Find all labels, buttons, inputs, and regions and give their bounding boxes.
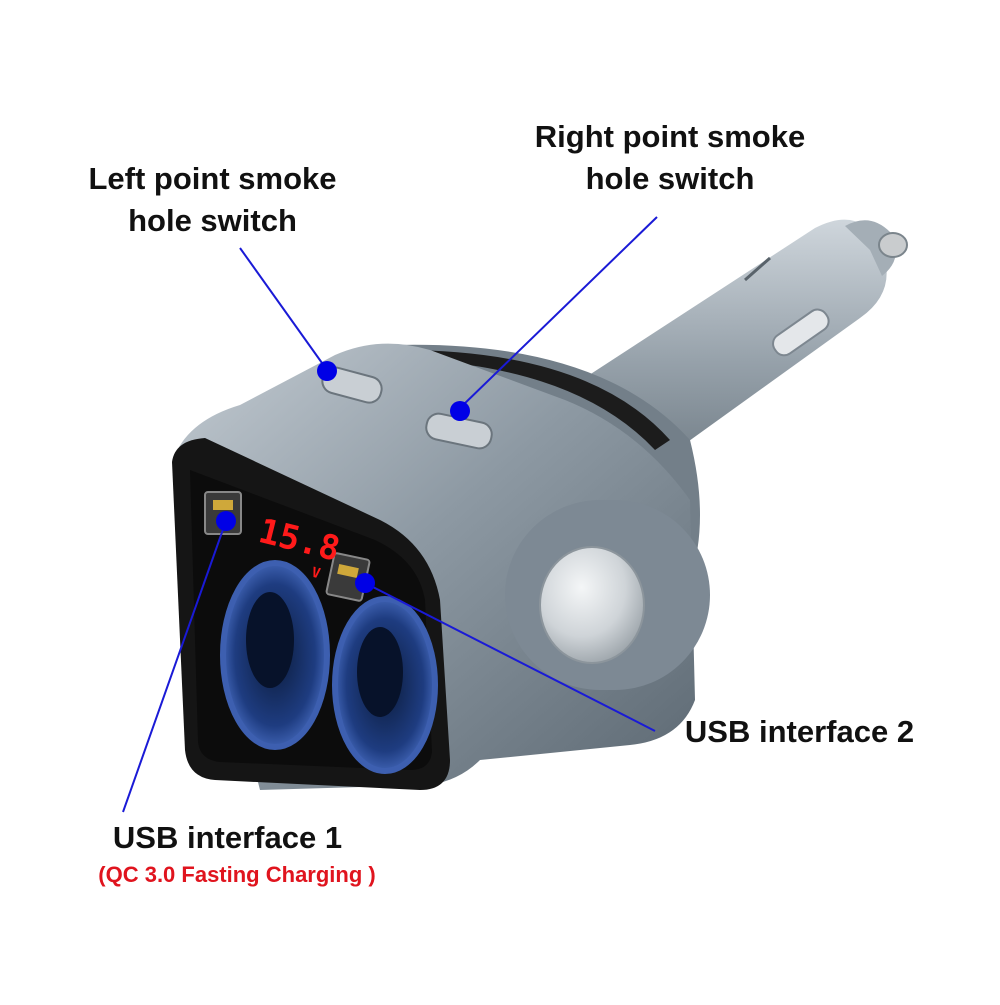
hinge-cap (539, 546, 645, 664)
socket-right[interactable] (332, 596, 438, 774)
callout-dot (317, 361, 337, 381)
label-right-switch-line1: Right point smoke (534, 119, 806, 154)
callout-dot (355, 573, 375, 593)
splitter-body: 15.8 V (172, 343, 710, 790)
label-left-switch-line2: hole switch (128, 203, 297, 238)
callout-right-switch (450, 216, 658, 421)
callout-left-switch (239, 247, 337, 381)
label-usb1: USB interface 1 (112, 820, 343, 855)
label-right-switch: Right point smoke hole switch (515, 116, 825, 200)
label-left-switch-line1: Left point smoke (88, 161, 337, 196)
callout-dot (216, 511, 236, 531)
plug-tip (878, 232, 908, 258)
callout-usb1 (122, 511, 236, 813)
socket-left[interactable] (220, 560, 330, 750)
label-usb2: USB interface 2 (684, 714, 915, 749)
side-contact-spring (772, 308, 830, 357)
swivel-hinge (505, 500, 710, 690)
callout-dot (450, 401, 470, 421)
callout-usb2 (355, 573, 656, 732)
label-usb1-note: (QC 3.0 Fasting Charging ) (98, 862, 376, 887)
label-right-switch-line2: hole switch (585, 161, 755, 196)
label-left-switch: Left point smoke hole switch (60, 158, 365, 242)
